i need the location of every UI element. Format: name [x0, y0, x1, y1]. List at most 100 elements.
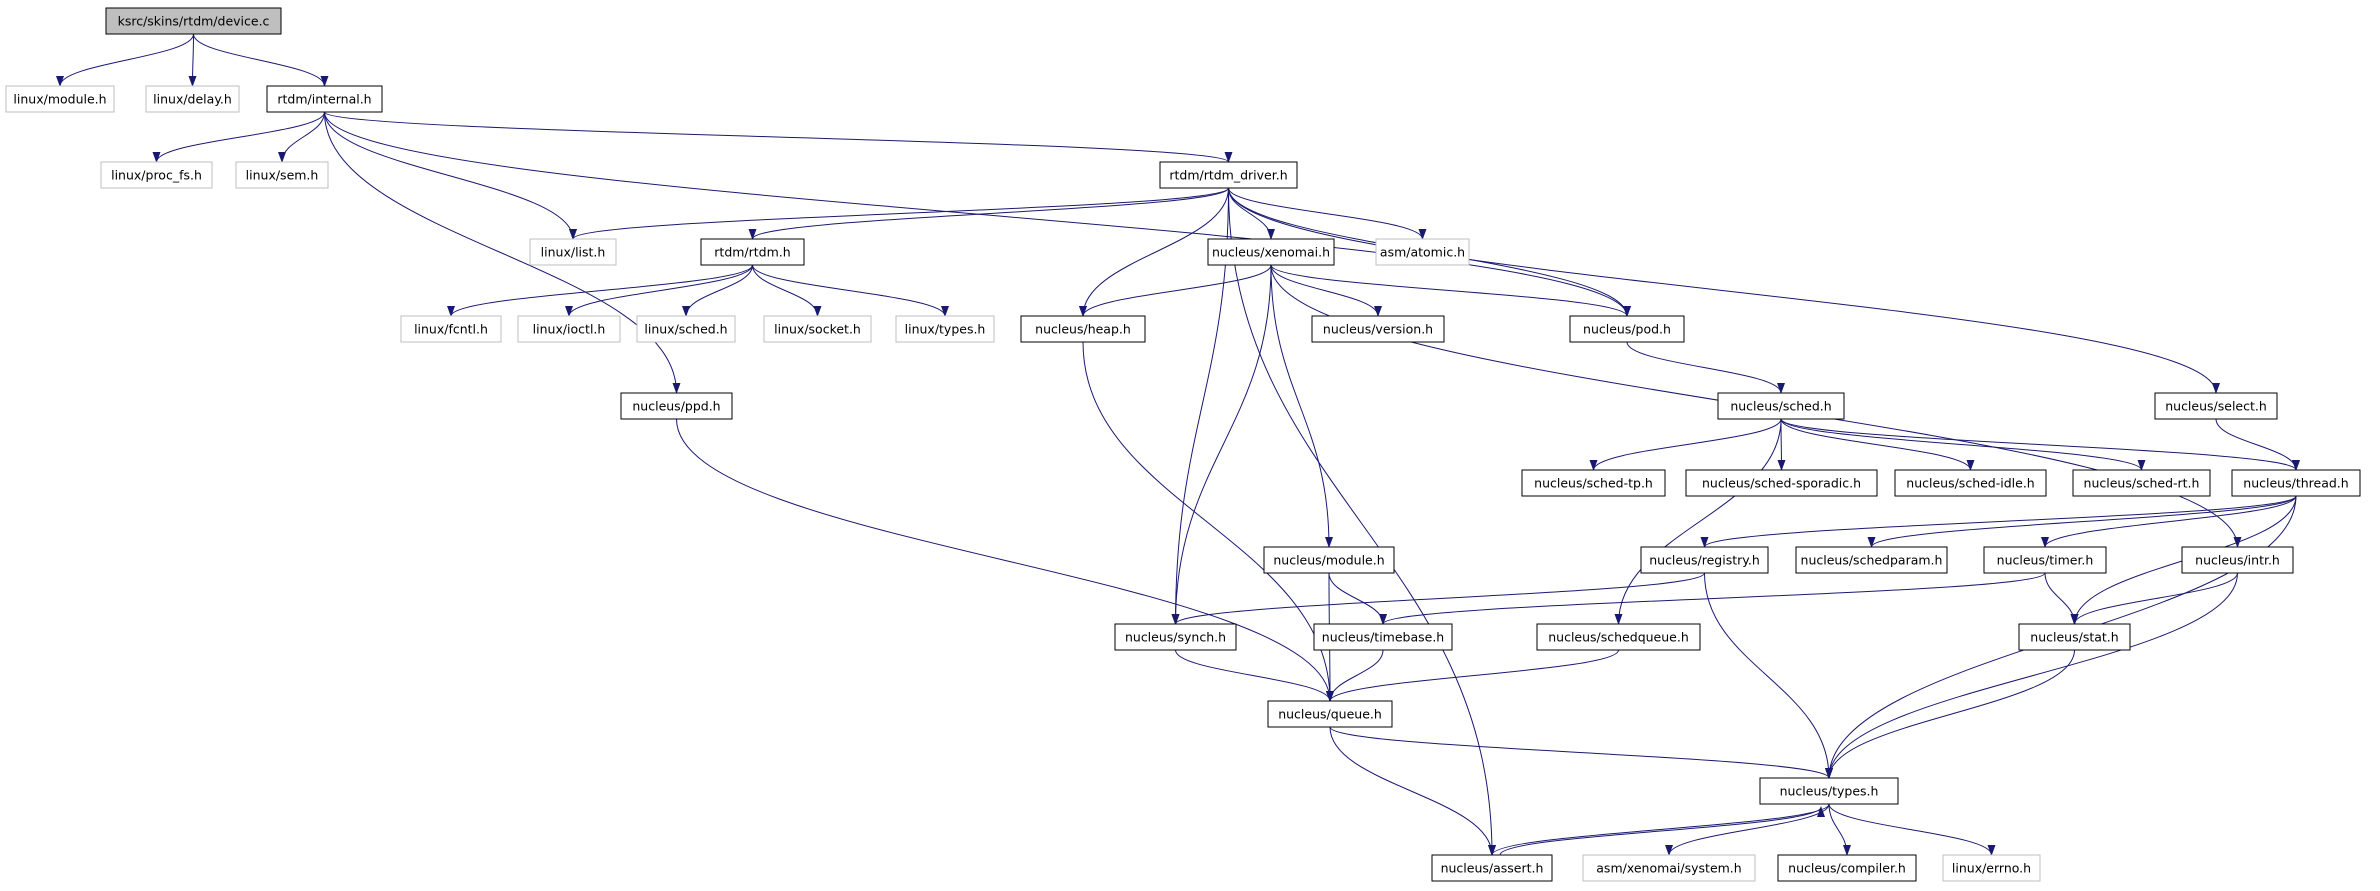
node-ksrc-skins-rtdm-device-c[interactable]: ksrc/skins/rtdm/device.c [105, 7, 282, 35]
node-label-nucleus-sched-rt-h: nucleus/sched-rt.h [2084, 476, 2200, 491]
node-box-linux-module-h [5, 85, 115, 113]
node-box-linux-sched-h [636, 315, 736, 343]
node-nucleus-timer-h[interactable]: nucleus/timer.h [1983, 546, 2107, 574]
node-nucleus-version-h[interactable]: nucleus/version.h [1311, 315, 1445, 343]
node-box-ksrc-skins-rtdm-device-c [105, 7, 282, 35]
node-asm-xenomai-system-h: asm/xenomai/system.h [1582, 854, 1756, 882]
node-box-linux-socket-h [763, 315, 872, 343]
node-label-nucleus-timebase-h: nucleus/timebase.h [1322, 630, 1444, 645]
node-box-linux-fcntl-h [400, 315, 502, 343]
node-nucleus-registry-h[interactable]: nucleus/registry.h [1640, 546, 1769, 574]
node-box-nucleus-queue-h [1267, 700, 1393, 728]
node-box-asm-xenomai-system-h [1582, 854, 1756, 882]
edge-ksrc-skins-rtdm-device-c-to-linux-delay-h [188, 33, 197, 87]
node-label-nucleus-assert-h: nucleus/assert.h [1441, 861, 1544, 876]
node-label-nucleus-compiler-h: nucleus/compiler.h [1788, 861, 1906, 876]
node-box-nucleus-module-h [1263, 546, 1395, 574]
node-nucleus-sched-idle-h[interactable]: nucleus/sched-idle.h [1894, 469, 2047, 497]
edge-rtdm-rtdm-driver-h-to-rtdm-rtdm-h [748, 187, 1229, 240]
node-box-nucleus-schedqueue-h [1536, 623, 1701, 651]
node-label-nucleus-sched-tp-h: nucleus/sched-tp.h [1534, 476, 1653, 491]
edge-rtdm-internal-h-to-rtdm-rtdm-driver-h [324, 111, 1233, 163]
edge-rtdm-rtdm-driver-h-to-nucleus-heap-h [1079, 187, 1229, 317]
node-box-nucleus-sched-h [1717, 392, 1845, 420]
node-box-linux-proc-fs-h [100, 161, 213, 189]
node-label-rtdm-rtdm-h: rtdm/rtdm.h [714, 245, 790, 260]
node-nucleus-queue-h[interactable]: nucleus/queue.h [1267, 700, 1393, 728]
edge-rtdm-rtdm-h-to-linux-ioctl-h [565, 264, 753, 317]
node-label-nucleus-xenomai-h: nucleus/xenomai.h [1212, 245, 1330, 260]
node-box-nucleus-pod-h [1569, 315, 1685, 343]
node-nucleus-thread-h[interactable]: nucleus/thread.h [2231, 469, 2361, 497]
node-label-ksrc-skins-rtdm-device-c: ksrc/skins/rtdm/device.c [118, 14, 270, 29]
edge-nucleus-types-h-to-nucleus-compiler-h [1828, 803, 1851, 856]
node-label-linux-module-h: linux/module.h [13, 92, 106, 107]
node-nucleus-intr-h[interactable]: nucleus/intr.h [2181, 546, 2294, 574]
node-label-nucleus-sched-idle-h: nucleus/sched-idle.h [1906, 476, 2034, 491]
node-label-nucleus-schedparam-h: nucleus/schedparam.h [1801, 553, 1943, 568]
node-box-asm-atomic-h [1375, 238, 1470, 266]
node-nucleus-stat-h[interactable]: nucleus/stat.h [2018, 623, 2131, 651]
node-nucleus-compiler-h[interactable]: nucleus/compiler.h [1777, 854, 1917, 882]
node-nucleus-timebase-h[interactable]: nucleus/timebase.h [1313, 623, 1453, 651]
node-nucleus-assert-h[interactable]: nucleus/assert.h [1431, 854, 1553, 882]
node-rtdm-rtdm-h[interactable]: rtdm/rtdm.h [700, 238, 805, 266]
edge-nucleus-timer-h-to-nucleus-stat-h [2044, 572, 2079, 625]
node-nucleus-xenomai-h[interactable]: nucleus/xenomai.h [1207, 238, 1335, 266]
node-rtdm-rtdm-driver-h[interactable]: rtdm/rtdm_driver.h [1159, 161, 1298, 189]
edge-nucleus-pod-h-to-nucleus-sched-h [1626, 341, 1785, 394]
edge-ksrc-skins-rtdm-device-c-to-rtdm-internal-h [193, 33, 329, 87]
node-label-linux-ioctl-h: linux/ioctl.h [533, 322, 606, 337]
edge-rtdm-rtdm-h-to-linux-sched-h [682, 264, 753, 317]
edge-nucleus-registry-h-to-nucleus-synch-h [1171, 572, 1705, 625]
node-label-nucleus-queue-h: nucleus/queue.h [1278, 707, 1382, 722]
node-nucleus-module-h[interactable]: nucleus/module.h [1263, 546, 1395, 574]
node-nucleus-schedparam-h[interactable]: nucleus/schedparam.h [1795, 546, 1948, 574]
node-nucleus-sched-sporadic-h[interactable]: nucleus/sched-sporadic.h [1685, 469, 1878, 497]
node-nucleus-heap-h[interactable]: nucleus/heap.h [1020, 315, 1146, 343]
node-nucleus-types-h[interactable]: nucleus/types.h [1759, 777, 1899, 805]
node-box-nucleus-sched-sporadic-h [1685, 469, 1878, 497]
edge-nucleus-sched-h-to-nucleus-sched-tp-h [1589, 418, 1782, 471]
node-nucleus-ppd-h[interactable]: nucleus/ppd.h [620, 392, 733, 420]
edge-rtdm-rtdm-driver-h-to-nucleus-assert-h [1228, 187, 1496, 856]
edge-nucleus-xenomai-h-to-nucleus-synch-h [1171, 264, 1272, 625]
node-nucleus-sched-tp-h[interactable]: nucleus/sched-tp.h [1521, 469, 1666, 497]
node-label-nucleus-intr-h: nucleus/intr.h [2195, 553, 2280, 568]
node-box-nucleus-synch-h [1114, 623, 1237, 651]
node-box-linux-delay-h [145, 85, 240, 113]
edge-nucleus-stat-h-to-nucleus-types-h [1825, 649, 2075, 779]
node-box-nucleus-stat-h [2018, 623, 2131, 651]
node-linux-types-h: linux/types.h [895, 315, 995, 343]
node-linux-errno-h: linux/errno.h [1942, 854, 2041, 882]
node-label-linux-errno-h: linux/errno.h [1952, 861, 2031, 876]
edge-rtdm-rtdm-driver-h-to-asm-atomic-h [1228, 187, 1427, 240]
node-label-linux-fcntl-h: linux/fcntl.h [414, 322, 488, 337]
node-linux-ioctl-h: linux/ioctl.h [517, 315, 621, 343]
node-rtdm-internal-h[interactable]: rtdm/internal.h [266, 85, 383, 113]
node-label-linux-socket-h: linux/socket.h [774, 322, 861, 337]
node-box-nucleus-schedparam-h [1795, 546, 1948, 574]
edge-nucleus-sched-h-to-nucleus-sched-idle-h [1780, 418, 1975, 471]
node-box-nucleus-ppd-h [620, 392, 733, 420]
node-nucleus-sched-rt-h[interactable]: nucleus/sched-rt.h [2072, 469, 2211, 497]
node-nucleus-sched-h[interactable]: nucleus/sched.h [1717, 392, 1845, 420]
edge-nucleus-sched-h-to-nucleus-sched-rt-h [1780, 418, 2146, 471]
node-nucleus-select-h[interactable]: nucleus/select.h [2154, 392, 2278, 420]
edge-nucleus-types-h-to-asm-xenomai-system-h [1665, 803, 1830, 856]
edge-nucleus-intr-h-to-nucleus-stat-h [2070, 572, 2238, 625]
node-label-nucleus-pod-h: nucleus/pod.h [1583, 322, 1671, 337]
node-label-rtdm-rtdm-driver-h: rtdm/rtdm_driver.h [1169, 168, 1287, 183]
node-box-linux-types-h [895, 315, 995, 343]
node-label-nucleus-heap-h: nucleus/heap.h [1035, 322, 1131, 337]
edge-rtdm-rtdm-driver-h-to-nucleus-xenomai-h [1228, 187, 1275, 240]
edge-nucleus-synch-h-to-nucleus-queue-h [1175, 649, 1334, 702]
node-nucleus-synch-h[interactable]: nucleus/synch.h [1114, 623, 1237, 651]
node-box-linux-errno-h [1942, 854, 2041, 882]
edge-nucleus-module-h-to-nucleus-timebase-h [1328, 572, 1387, 625]
node-nucleus-schedqueue-h[interactable]: nucleus/schedqueue.h [1536, 623, 1701, 651]
node-box-rtdm-rtdm-driver-h [1159, 161, 1298, 189]
node-linux-list-h: linux/list.h [529, 238, 617, 266]
node-nucleus-pod-h[interactable]: nucleus/pod.h [1569, 315, 1685, 343]
